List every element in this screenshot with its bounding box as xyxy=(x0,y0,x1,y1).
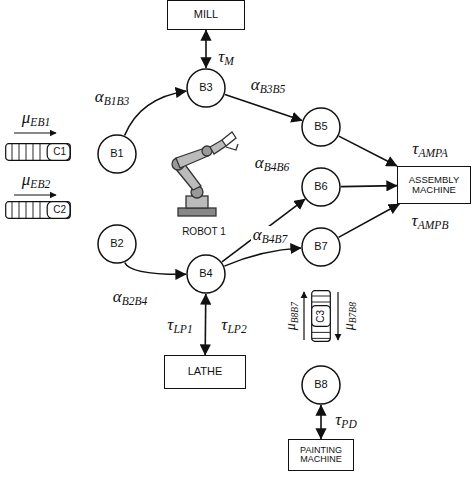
rate-label: τM xyxy=(216,48,236,68)
rate-label: τLP2 xyxy=(219,316,248,336)
node-label: PAINTING MACHINE xyxy=(293,446,349,465)
flow-arrow xyxy=(224,248,301,266)
node-label: B5 xyxy=(314,121,327,133)
machine-box: LATHE xyxy=(164,355,246,389)
node-label: ASSEMBLY MACHINE xyxy=(402,175,466,195)
flow-arrow xyxy=(14,132,56,133)
rate-label: αB1B3 xyxy=(93,88,132,108)
node-label: C1 xyxy=(53,147,66,158)
robot-arm xyxy=(172,132,238,216)
rate-label: τPD xyxy=(333,411,359,431)
node-label: B1 xyxy=(110,148,123,160)
buffer-circle: B7 xyxy=(301,227,341,267)
node-label: C2 xyxy=(53,205,66,216)
flow-arrow xyxy=(14,194,56,195)
robot-name: ROBOT 1 xyxy=(180,227,228,237)
rate-label: τAMPB xyxy=(410,212,451,232)
node-label: B3 xyxy=(199,82,212,94)
node-label: LATHE xyxy=(188,366,223,378)
rate-label: αB4B7 xyxy=(251,226,290,246)
node-label: B6 xyxy=(314,181,327,193)
flow-arrow xyxy=(320,405,322,439)
node-label: MILL xyxy=(194,9,218,21)
machine-box: PAINTING MACHINE xyxy=(288,439,354,471)
buffer-circle: B2 xyxy=(97,224,137,264)
node-label: B2 xyxy=(110,238,123,250)
rate-label: μEB1 xyxy=(20,109,52,129)
flow-arrow xyxy=(339,136,397,166)
buffer-circle: B6 xyxy=(301,167,341,207)
flow-arrow xyxy=(205,30,207,68)
machine-box: ASSEMBLY MACHINE xyxy=(397,166,471,204)
rate-label: μEB2 xyxy=(20,171,52,191)
rate-label: αB3B5 xyxy=(249,76,288,96)
rate-label: μB8B7 xyxy=(284,300,300,332)
buffer-circle: B8 xyxy=(301,365,341,405)
rate-label: αB4B6 xyxy=(253,154,292,174)
conveyor: C2 xyxy=(5,201,71,219)
rate-label: μB7B8 xyxy=(342,300,358,332)
conveyor: C3 xyxy=(311,290,331,342)
node-label: B7 xyxy=(314,241,327,253)
rate-label: τLP1 xyxy=(165,316,194,336)
buffer-circle: B3 xyxy=(186,68,226,108)
conveyor: C1 xyxy=(5,143,71,161)
node-label: B4 xyxy=(199,268,212,280)
rate-label: αB2B4 xyxy=(111,288,150,308)
flow-arrow xyxy=(303,292,304,340)
flow-arrow xyxy=(341,185,397,188)
buffer-circle: B1 xyxy=(97,134,137,174)
node-label: C3 xyxy=(316,310,327,323)
flow-arrow xyxy=(125,91,187,136)
machine-box: MILL xyxy=(167,0,245,30)
flow-arrow xyxy=(125,262,186,274)
flow-arrow xyxy=(225,94,302,120)
buffer-circle: B5 xyxy=(301,107,341,147)
flow-arrow xyxy=(337,292,338,340)
flow-arrow xyxy=(204,294,206,355)
buffer-circle: B4 xyxy=(186,254,226,294)
node-label: B8 xyxy=(314,379,327,391)
rate-label: τAMPA xyxy=(410,140,449,160)
flow-arrow xyxy=(339,204,400,237)
